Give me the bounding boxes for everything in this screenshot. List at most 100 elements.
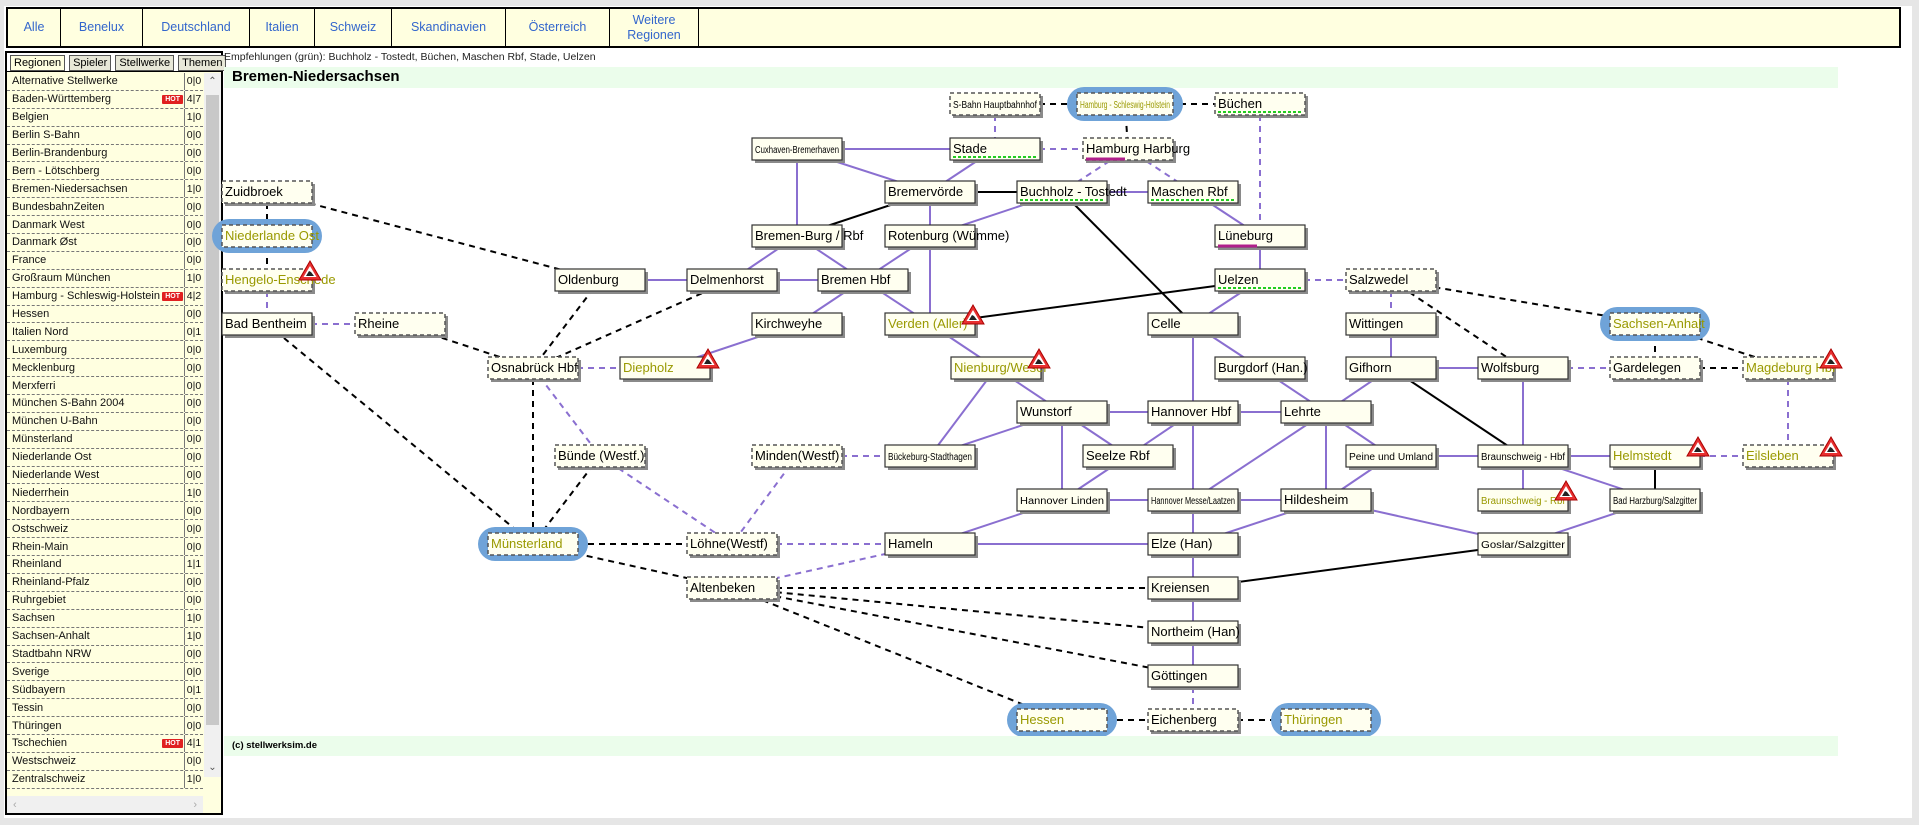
- station-magdeburg[interactable]: Magdeburg Hbf: [1742, 348, 1843, 382]
- station-box[interactable]: [1147, 488, 1239, 512]
- station-box[interactable]: [554, 268, 646, 292]
- station-label[interactable]: Wunstorf: [1020, 404, 1072, 419]
- region-name[interactable]: Bremen-Niedersachsen: [12, 182, 128, 195]
- region-name[interactable]: Thüringen: [12, 719, 62, 732]
- station-label[interactable]: Goslar/Salzgitter: [1481, 540, 1566, 551]
- station-label[interactable]: Gardelegen: [1613, 360, 1681, 375]
- station-label[interactable]: Osnabrück Hbf: [491, 360, 578, 375]
- region-name[interactable]: France: [12, 254, 47, 267]
- region-name[interactable]: Danmark West: [12, 218, 85, 231]
- station-kirchweyhe[interactable]: Kirchweyhe: [751, 312, 845, 338]
- station-label[interactable]: Bad Bentheim: [225, 316, 307, 331]
- station-box[interactable]: [1477, 444, 1569, 468]
- station-label[interactable]: Oldenburg: [558, 272, 619, 287]
- station-box[interactable]: [1147, 180, 1239, 204]
- region-name[interactable]: Belgien: [12, 111, 49, 124]
- station-box[interactable]: [221, 224, 313, 248]
- station-label[interactable]: Bad Harzburg/Salzgitter: [1613, 496, 1698, 507]
- station-box[interactable]: [221, 180, 313, 204]
- station-altenbeken[interactable]: Altenbeken: [686, 576, 780, 602]
- scroll-down-icon[interactable]: ⌄: [208, 762, 217, 773]
- station-label[interactable]: Salzwedel: [1349, 272, 1408, 287]
- station-box[interactable]: [884, 180, 976, 204]
- station-label[interactable]: Magdeburg Hbf: [1746, 360, 1836, 375]
- station-badbentheim[interactable]: Bad Bentheim: [221, 312, 315, 338]
- nav-tab-alle[interactable]: Alle: [8, 9, 61, 46]
- station-box[interactable]: [884, 224, 976, 248]
- station-label[interactable]: Hildesheim: [1284, 492, 1348, 507]
- station-wolfsburg[interactable]: Wolfsburg: [1477, 356, 1571, 382]
- station-label[interactable]: Niederlande Ost: [225, 228, 319, 243]
- station-box[interactable]: [1147, 400, 1239, 424]
- station-label[interactable]: Minden(Westf): [755, 448, 839, 463]
- region-name[interactable]: Bern - Lötschberg: [12, 164, 100, 177]
- station-label[interactable]: Rotenburg (Wümme): [888, 228, 1009, 243]
- station-box[interactable]: [1147, 532, 1239, 556]
- station-box[interactable]: [1280, 400, 1372, 424]
- station-box[interactable]: [1609, 488, 1701, 512]
- station-label[interactable]: Seelze Rbf: [1086, 448, 1150, 463]
- station-box[interactable]: [686, 576, 778, 600]
- station-label[interactable]: Bünde (Westf.): [558, 448, 644, 463]
- region-name[interactable]: Stadtbahn NRW: [12, 647, 92, 660]
- region-name[interactable]: Zentralschweiz: [12, 773, 86, 786]
- region-name[interactable]: München U-Bahn: [12, 415, 98, 428]
- station-label[interactable]: Diepholz: [623, 360, 674, 375]
- station-celle[interactable]: Celle: [1147, 312, 1241, 338]
- station-rheine[interactable]: Rheine: [354, 312, 448, 338]
- station-label[interactable]: Buchholz - Tostedt: [1020, 184, 1127, 199]
- station-label[interactable]: Zuidbroek: [225, 184, 283, 199]
- region-name[interactable]: Berlin S-Bahn: [12, 129, 80, 142]
- station-label[interactable]: S-Bahn Hauptbahnhof: [953, 100, 1037, 111]
- station-box[interactable]: [1214, 356, 1306, 380]
- region-name[interactable]: Rhein-Main: [12, 540, 69, 553]
- station-box[interactable]: [1214, 92, 1306, 116]
- tab-spieler[interactable]: Spieler: [69, 55, 112, 71]
- station-sbahn[interactable]: S-Bahn Hauptbahnhof: [949, 92, 1043, 118]
- horizontal-scrollbar[interactable]: ‹ ›: [7, 796, 203, 813]
- station-hamburg[interactable]: Hamburg - Schleswig-Holstein: [1067, 87, 1183, 121]
- station-braunschweigrbf[interactable]: Braunschweig - Rbf: [1477, 480, 1578, 514]
- station-box[interactable]: [1280, 488, 1372, 512]
- station-box[interactable]: [751, 312, 843, 336]
- station-eilsleben[interactable]: Eilsleben: [1742, 436, 1843, 470]
- station-maschen[interactable]: Maschen Rbf: [1147, 180, 1241, 206]
- station-box[interactable]: [221, 312, 313, 336]
- station-hengelo[interactable]: Hengelo-Enschede: [221, 260, 336, 294]
- region-name[interactable]: Niederrhein: [12, 486, 69, 499]
- station-box[interactable]: [1147, 708, 1239, 732]
- station-label[interactable]: Wittingen: [1349, 316, 1403, 331]
- scroll-up-icon[interactable]: ⌃: [208, 76, 217, 87]
- station-minden[interactable]: Minden(Westf): [751, 444, 845, 470]
- station-kreiensen[interactable]: Kreiensen: [1147, 576, 1241, 602]
- station-label[interactable]: Verden (Aller): [888, 316, 967, 331]
- region-name[interactable]: Hessen: [12, 308, 50, 321]
- station-label[interactable]: Delmenhorst: [690, 272, 764, 287]
- station-box[interactable]: [1076, 92, 1174, 116]
- station-uelzen[interactable]: Uelzen: [1214, 268, 1308, 294]
- station-box[interactable]: [817, 268, 909, 292]
- region-name[interactable]: Westschweiz: [12, 755, 76, 768]
- station-label[interactable]: Cuxhaven-Bremerhaven: [755, 145, 839, 156]
- region-name[interactable]: Ruhrgebiet: [12, 594, 66, 607]
- station-box[interactable]: [949, 137, 1041, 161]
- station-hannoverlinden[interactable]: Hannover Linden: [1016, 488, 1110, 514]
